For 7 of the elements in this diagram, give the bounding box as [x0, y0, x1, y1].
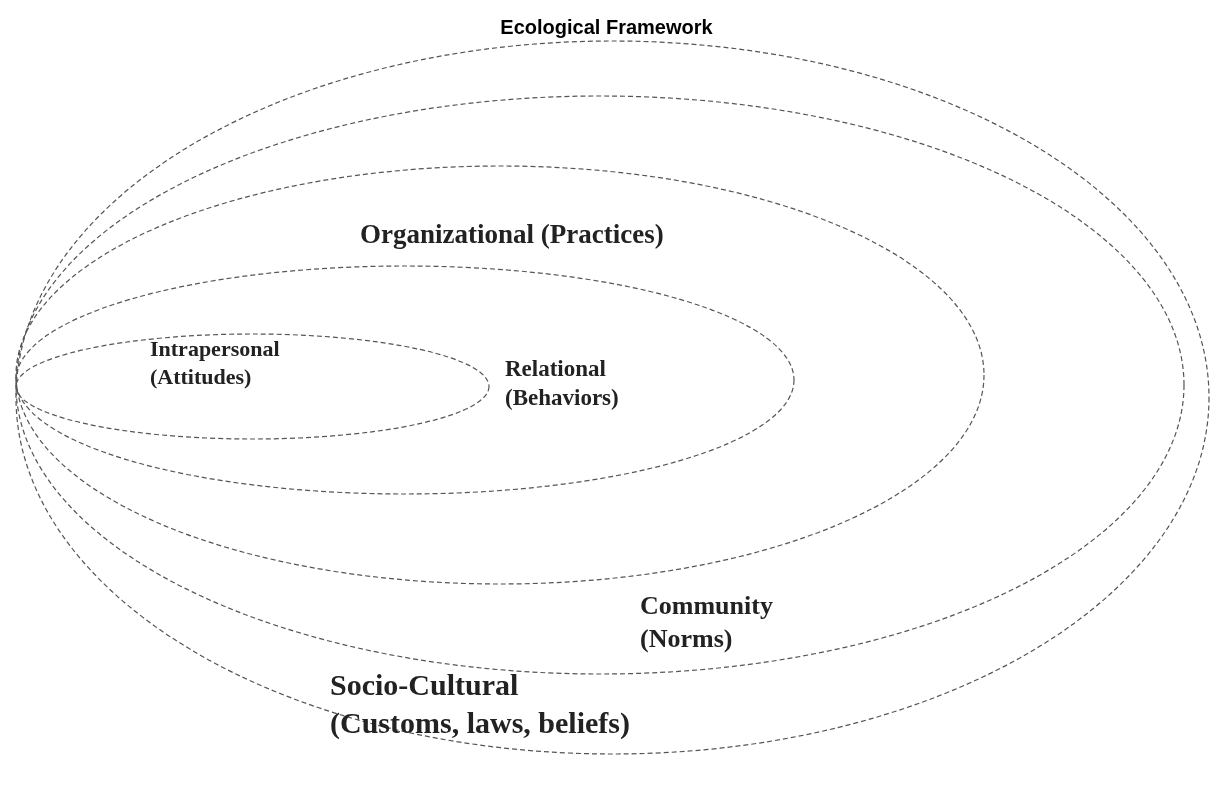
level-label: (Customs, laws, beliefs) — [330, 705, 631, 741]
level-label: Community (Norms) — [640, 590, 774, 655]
level-label: Socio-Cultural — [330, 667, 520, 703]
level-label: Organizational (Practices) — [360, 218, 665, 251]
diagram-title: Ecological Framework — [499, 16, 714, 39]
level-label: Intrapersonal (Attitudes) — [150, 335, 281, 390]
level-label: Relational (Behaviors) — [505, 355, 620, 412]
